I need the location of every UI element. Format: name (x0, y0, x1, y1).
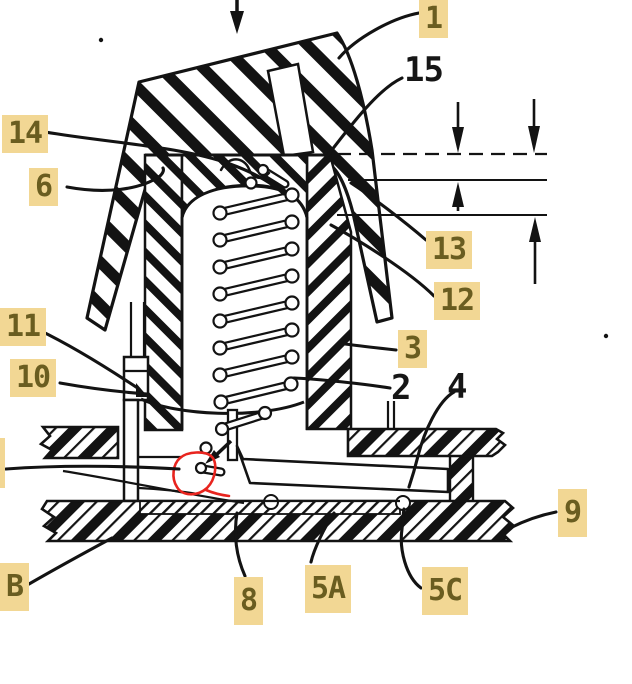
travel-dimension-lines (337, 99, 547, 284)
ref-label-1: 1 (419, 0, 449, 38)
ref-label-11: 11 (0, 308, 47, 346)
ref-label-3: 3 (398, 330, 428, 368)
contact-arm (235, 444, 450, 494)
ref-label-8: 8 (234, 577, 264, 625)
leader-1 (337, 11, 421, 60)
leader-13 (349, 181, 428, 242)
housing-leg (122, 398, 140, 503)
ref-label-2: 2 (391, 368, 412, 408)
upper-plate-right (346, 427, 507, 458)
leader-B (27, 536, 114, 586)
ref-label-4: 4 (447, 367, 468, 407)
leader-6 (65, 166, 165, 192)
leader-14 (43, 130, 286, 196)
ref-label-9: 9 (558, 489, 588, 537)
base-plates (38, 425, 516, 543)
leader-5A (309, 511, 336, 564)
ref-label-13: 13 (426, 231, 473, 269)
leader-5C (399, 507, 423, 590)
leader-15 (319, 76, 404, 166)
leader-10 (58, 381, 149, 396)
press-arrow (230, 0, 244, 34)
dome-bottom (140, 397, 305, 415)
upper-plate-left (38, 425, 120, 460)
coil-spring (194, 158, 300, 477)
leader-12 (329, 223, 436, 298)
ref-label-5C: 5C (422, 567, 469, 615)
red-annotation-circle (172, 451, 231, 498)
leader-9 (508, 510, 558, 530)
ref-label-10: 10 (10, 359, 57, 397)
leader-2 (292, 376, 392, 390)
leader-3 (343, 342, 398, 352)
ref-label-7-cutoff (0, 438, 5, 488)
ref-label-6: 6 (29, 168, 59, 206)
ref-label-B: B (0, 563, 30, 611)
leader-11 (37, 328, 141, 391)
keycap-stem-channel (266, 62, 315, 158)
ref-label-5A: 5A (305, 565, 352, 613)
ink-specks (98, 37, 609, 339)
leader-7 (4, 464, 181, 471)
leaf-sheet (62, 469, 245, 505)
leader-lines (4, 11, 558, 590)
ref-label-15: 15 (404, 50, 444, 90)
contact-assembly (140, 397, 450, 494)
leader-8 (233, 511, 247, 578)
ref-label-12: 12 (434, 282, 481, 320)
ref-label-14: 14 (2, 115, 49, 153)
switch-housing (122, 153, 396, 503)
leader-4 (407, 390, 456, 489)
push-rod (226, 408, 239, 462)
